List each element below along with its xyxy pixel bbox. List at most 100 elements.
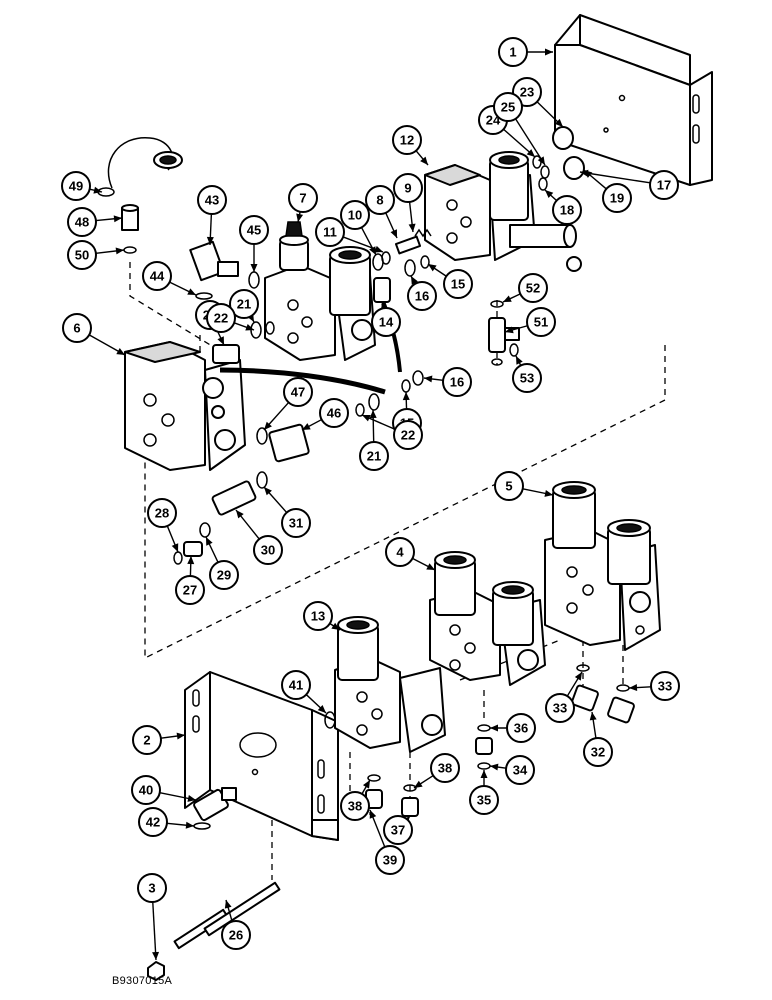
callout-c36: 36 — [490, 713, 536, 743]
callout-number: 23 — [520, 85, 534, 100]
callout-number: 15 — [451, 277, 465, 292]
callout-layer: 1234567891011121314151516161718192021212… — [61, 37, 680, 961]
callout-circle — [583, 737, 613, 767]
callout-c46: 46 — [301, 398, 349, 431]
callout-arrowhead — [264, 421, 272, 430]
callout-c30: 30 — [235, 509, 283, 565]
callout-c7: 7 — [288, 183, 318, 223]
callout-c8: 8 — [365, 185, 398, 239]
callout-c23: 23 — [512, 77, 564, 128]
callout-arrowhead — [545, 190, 554, 198]
callout-circle — [281, 508, 311, 538]
callout-number: 3 — [148, 881, 155, 896]
callout-c25: 25 — [493, 92, 546, 166]
callout-number: 11 — [323, 225, 337, 240]
callout-number: 2 — [143, 733, 150, 748]
callout-c12: 12 — [392, 125, 429, 166]
callout-number: 51 — [534, 315, 548, 330]
callout-c49: 49 — [61, 171, 103, 201]
callout-circle — [253, 535, 283, 565]
callout-arrowhead — [629, 684, 638, 692]
callout-circle — [493, 92, 523, 122]
callout-circle — [303, 601, 333, 631]
callout-circle — [375, 845, 405, 875]
valve-assembly-12 — [424, 151, 582, 272]
callout-circle — [197, 185, 227, 215]
callout-number: 25 — [501, 100, 515, 115]
callout-circle — [365, 185, 395, 215]
callout-arrowhead — [176, 732, 185, 740]
callout-c31: 31 — [263, 486, 311, 538]
callout-arrowhead — [206, 537, 213, 546]
callout-circle — [175, 575, 205, 605]
callout-number: 40 — [139, 783, 153, 798]
callout-c42: 42 — [138, 807, 195, 837]
callout-c28: 28 — [147, 498, 179, 553]
valve-assembly-6 — [124, 341, 246, 471]
callout-c44: 44 — [142, 261, 197, 296]
callout-circle — [138, 807, 168, 837]
callout-number: 4 — [396, 545, 404, 560]
callout-number: 46 — [327, 406, 341, 421]
callout-number: 26 — [229, 928, 243, 943]
callout-circle — [229, 289, 259, 319]
callout-circle — [385, 537, 415, 567]
callout-arrowhead — [217, 336, 224, 345]
callout-number: 44 — [150, 269, 165, 284]
callout-number: 50 — [75, 248, 89, 263]
callout-c9: 9 — [393, 173, 423, 233]
callout-circle — [67, 207, 97, 237]
callout-number: 33 — [553, 701, 567, 716]
callout-c53: 53 — [512, 355, 542, 393]
callout-number: 32 — [591, 745, 605, 760]
callout-circle — [340, 791, 370, 821]
callout-arrowhead — [554, 118, 563, 127]
callout-number: 48 — [75, 215, 89, 230]
callout-arrowhead — [264, 487, 272, 496]
callout-c16b: 16 — [423, 367, 472, 397]
callout-arrowhead — [171, 543, 179, 552]
callout-arrowhead — [113, 215, 122, 223]
callout-arrowhead — [411, 276, 418, 285]
callout-c6: 6 — [62, 313, 126, 356]
callout-arrowhead — [317, 704, 326, 713]
callout-circle — [407, 281, 437, 311]
callout-arrowhead — [490, 724, 498, 732]
callout-arrowhead — [236, 510, 244, 519]
callout-circle — [206, 303, 236, 333]
callout-number: 17 — [657, 178, 671, 193]
callout-c10: 10 — [340, 200, 377, 256]
callout-arrowhead — [116, 348, 125, 355]
callout-arrowhead — [490, 763, 499, 771]
callout-circle — [506, 713, 536, 743]
callout-c29: 29 — [205, 536, 239, 590]
callout-circle — [67, 240, 97, 270]
mounting-bracket-lower — [184, 671, 339, 841]
callout-circle — [442, 367, 472, 397]
callout-c48: 48 — [67, 207, 123, 237]
callout-arrowhead — [206, 236, 214, 245]
callout-c14: 14 — [371, 303, 401, 337]
callout-c5: 5 — [494, 471, 554, 501]
callout-number: 47 — [291, 385, 305, 400]
callout-c4: 4 — [385, 537, 436, 571]
callout-c45: 45 — [239, 215, 269, 272]
callout-c38b: 38 — [413, 753, 460, 789]
callout-arrowhead — [362, 780, 370, 789]
valve-assembly-7 — [264, 221, 376, 361]
valve-assembly-5 — [544, 481, 661, 651]
fittings — [97, 126, 635, 981]
callout-number: 14 — [379, 315, 394, 330]
callout-number: 30 — [261, 543, 275, 558]
callout-c13: 13 — [303, 601, 341, 631]
callout-number: 36 — [514, 721, 528, 736]
callout-arrowhead — [402, 392, 410, 401]
callout-arrowhead — [526, 149, 535, 157]
callout-c50: 50 — [67, 240, 125, 270]
callout-arrowhead — [390, 229, 397, 238]
callout-number: 43 — [205, 193, 219, 208]
callout-circle — [147, 498, 177, 528]
callout-arrowhead — [224, 900, 232, 909]
figure-reference-code: B9307015A — [112, 975, 173, 987]
